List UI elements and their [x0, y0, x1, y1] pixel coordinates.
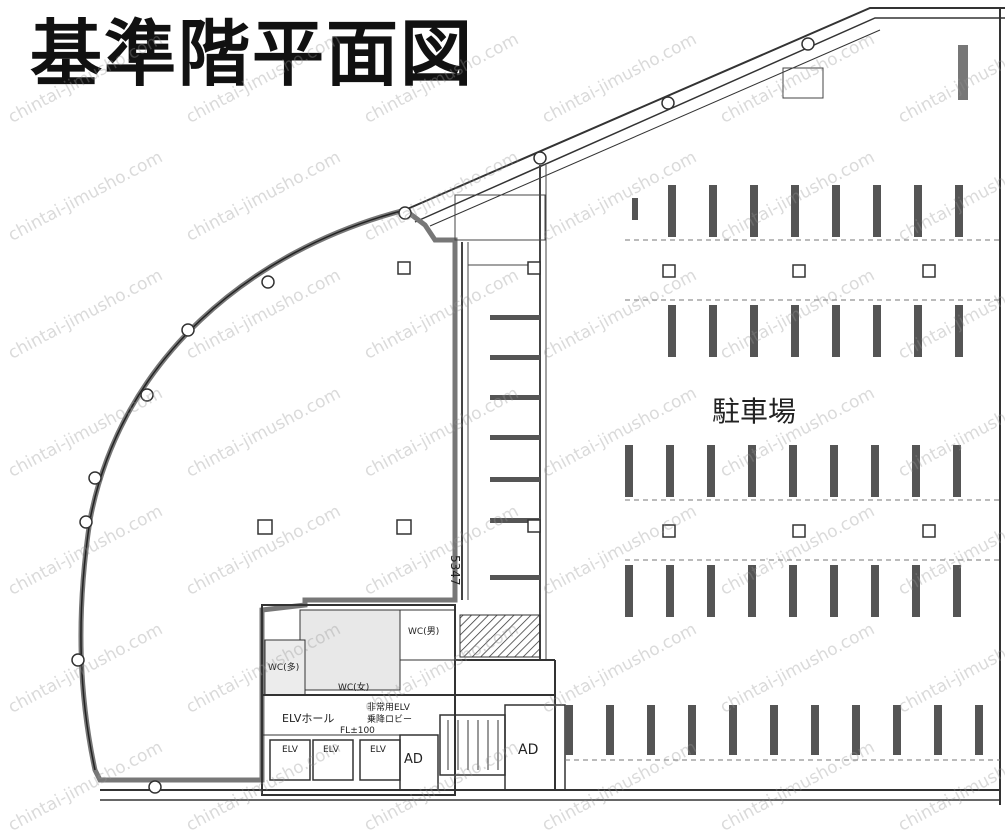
parking-stall: [871, 445, 879, 497]
elv-label-3: ELV: [370, 745, 386, 755]
upper-right-room: [782, 67, 824, 99]
parking-stall: [625, 445, 633, 497]
parking-stall: [748, 445, 756, 497]
parking-stall: [912, 445, 920, 497]
curve-columns: [71, 37, 815, 794]
parking-stall: [955, 305, 963, 357]
core-block: [261, 604, 566, 796]
parking-stall: [832, 185, 840, 237]
parking-columns: [662, 264, 936, 538]
corridor-slots: [490, 315, 540, 580]
parking-stall: [565, 705, 573, 755]
parking-stall: [770, 705, 778, 755]
parking-stall: [953, 445, 961, 497]
elv-label-2: ELV: [323, 745, 339, 755]
parking-stall: [832, 305, 840, 357]
office-floor-outline: [78, 207, 458, 783]
parking-stall: [750, 185, 758, 237]
parking-stall: [871, 565, 879, 617]
parking-stall: [830, 565, 838, 617]
parking-stall: [748, 565, 756, 617]
corridor-columns: [527, 261, 541, 533]
parking-stall: [791, 305, 799, 357]
parking-stall: [912, 565, 920, 617]
upper-diagonal-wall: [404, 7, 1005, 227]
parking-stall: [606, 705, 614, 755]
parking-stall: [709, 185, 717, 237]
parking-stall: [750, 305, 758, 357]
parking-stall: [852, 705, 860, 755]
office-interior-columns: [257, 261, 412, 535]
parking-stall: [707, 565, 715, 617]
elv-hall-label: ELVホール: [282, 712, 335, 725]
parking-stall: [789, 445, 797, 497]
parking-stall: [647, 705, 655, 755]
wc-male-label: WC(男): [408, 627, 440, 637]
parking-stall: [830, 445, 838, 497]
parking-stall: [934, 705, 942, 755]
page-title: 基準階平面図: [30, 12, 475, 96]
parking-grid-lines: [565, 239, 1000, 761]
parking-stall: [789, 565, 797, 617]
parking-stall: [709, 305, 717, 357]
parking-stall: [914, 305, 922, 357]
lobby-label: 乗降ロビー: [367, 715, 413, 725]
upper-right-post: [958, 45, 968, 100]
fl-label: FL±100: [340, 726, 375, 736]
parking-stall: [625, 565, 633, 617]
parking-stall: [811, 705, 819, 755]
parking-stall: [707, 445, 715, 497]
parking-stall: [668, 305, 676, 357]
parking-stalls: [565, 185, 983, 755]
parking-stall: [873, 305, 881, 357]
parking-stall: [688, 705, 696, 755]
wc-female-label: WC(女): [338, 683, 370, 693]
wc-multi-label: WC(多): [268, 663, 300, 673]
parking-stall: [729, 705, 737, 755]
parking-label: 駐車場: [712, 395, 797, 428]
parking-stall: [953, 565, 961, 617]
elv-label-1: ELV: [282, 745, 298, 755]
ad-label-2: AD: [518, 742, 539, 758]
parking-stall: [955, 185, 963, 237]
parking-stall: [791, 185, 799, 237]
parking-stall: [914, 185, 922, 237]
parking-stall: [975, 705, 983, 755]
parking-stall: [666, 445, 674, 497]
dimension-label: 5347: [448, 555, 462, 586]
emergency-elv-label: 非常用ELV: [367, 703, 410, 713]
parking-stall: [893, 705, 901, 755]
parking-stall: [668, 185, 676, 237]
parking-stall: [632, 198, 638, 220]
hatched-shaft: [459, 614, 541, 658]
parking-stall: [666, 565, 674, 617]
ad-label-1: AD: [404, 752, 423, 767]
parking-stall: [873, 185, 881, 237]
